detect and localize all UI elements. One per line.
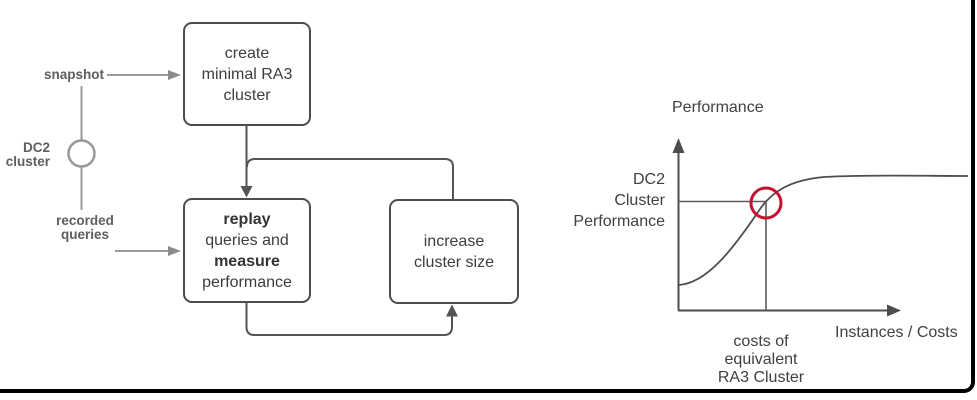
chart-x-axis-title: Instances / Costs	[835, 324, 958, 341]
equivalence-point-circle	[749, 186, 783, 220]
snapshot-arrowhead-icon	[168, 70, 181, 80]
replay-box-line1: replay	[223, 210, 271, 228]
increase-to-replay-return-line	[246, 158, 454, 199]
dc2-cluster-label: DC2 cluster	[3, 141, 50, 169]
replay-box-line2: queries and	[205, 231, 289, 249]
recorded-queries-label-line2: queries	[60, 227, 110, 242]
snapshot-label: snapshot	[43, 67, 104, 82]
replay-box-line4: performance	[202, 273, 292, 291]
xref-label-line2: equivalent	[724, 351, 798, 368]
replay-to-increase-loop-line	[245, 303, 453, 336]
yref-label-line3: Performance	[573, 213, 665, 230]
increase-cluster-size-box: increase cluster size	[389, 199, 519, 304]
dc2-cluster-label-line2: cluster	[5, 154, 50, 169]
ra3-equivalent-cost-label: costs of equivalent RA3 Cluster	[690, 333, 832, 387]
performance-curve	[678, 174, 969, 286]
dc2-cluster-node-circle	[67, 139, 96, 168]
xref-label-line3: RA3 Cluster	[717, 369, 805, 386]
increase-box-line2: cluster size	[413, 253, 495, 271]
create-minimal-ra3-cluster-box: create minimal RA3 cluster	[183, 22, 311, 126]
recorded-queries-arrowhead-icon	[168, 246, 181, 256]
replay-to-increase-arrowhead-icon	[446, 304, 458, 317]
replay-measure-box: replay queries and measure performance	[183, 198, 311, 303]
increase-box-line1: increase	[423, 232, 485, 250]
recorded-queries-label-line1: recorded	[56, 213, 114, 228]
yref-label-line2: Cluster	[614, 192, 665, 209]
create-box-line2: minimal RA3	[201, 65, 293, 83]
x-axis-arrowhead-icon	[887, 304, 901, 317]
create-to-replay-arrowhead-icon	[240, 186, 253, 198]
dc2-cluster-performance-label: DC2 Cluster Performance	[555, 169, 665, 232]
dc2-cluster-label-line1: DC2	[22, 140, 50, 155]
xref-label-line1: costs of	[733, 333, 789, 350]
recorded-queries-label: recorded queries	[48, 214, 122, 242]
replay-box-line3: measure	[214, 252, 280, 270]
chart-y-axis-title: Performance	[672, 99, 764, 116]
create-box-line3: cluster	[223, 86, 271, 104]
y-axis-arrowhead-icon	[672, 138, 685, 153]
yref-label-line1: DC2	[632, 171, 665, 188]
create-box-line1: create	[224, 44, 270, 62]
